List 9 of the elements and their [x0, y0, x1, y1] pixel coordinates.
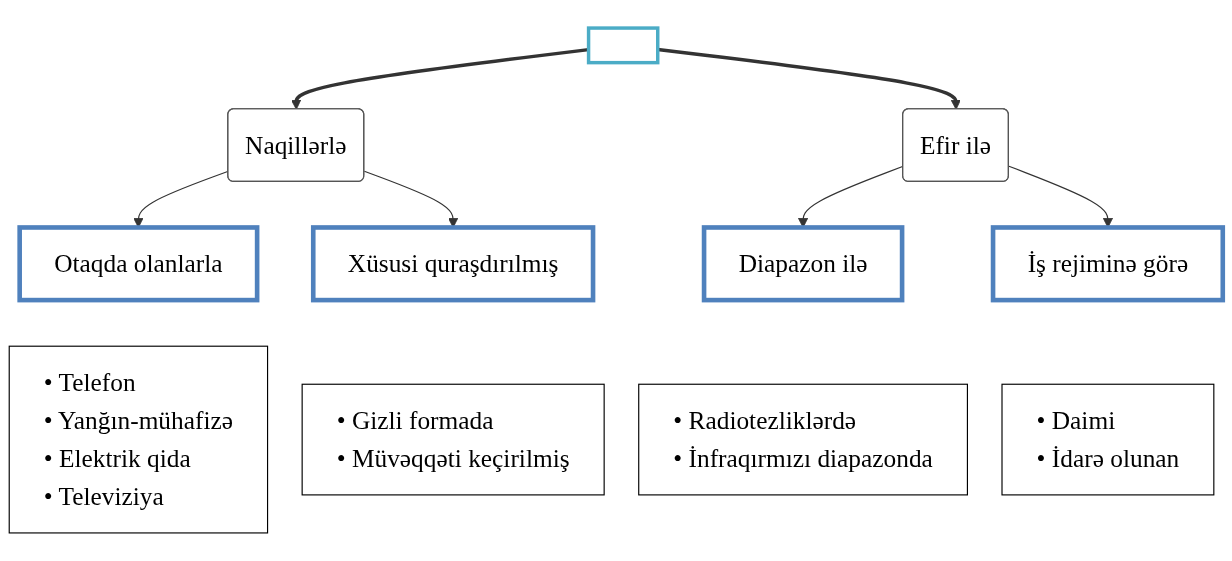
- node-box: Diapazon ilə: [701, 225, 905, 303]
- node-box: • Radiotezliklərdə • İnfraqırmızı diapazonda: [638, 383, 968, 496]
- node-box: • Telefon • Yanğın-mühafizə • Elektrik qida • Televiziya: [8, 345, 269, 534]
- node-box: • Gizli formada • Müvəqqəti keçirilmiş: [301, 383, 605, 496]
- node-box: Xüsusi quraşdırılmış: [310, 225, 596, 303]
- node-box: İş rejiminə görə: [990, 225, 1226, 303]
- node-box: Otaqda olanlarla: [17, 225, 260, 303]
- node-box: • Daimi • İdarə olunan: [1001, 383, 1215, 496]
- node-box: [586, 26, 660, 65]
